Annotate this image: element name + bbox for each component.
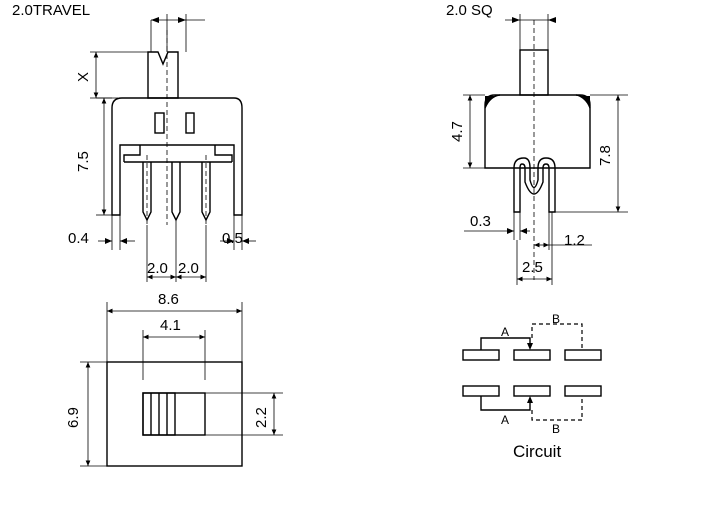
total-height-label: 7.8 [597,145,614,166]
pin-width-label: 0.3 [470,213,491,230]
bottom-a-label: A [501,413,509,427]
side-view: 2.0 SQ 4.7 7.8 0.3 1.2 [446,2,628,285]
height-label-top: 6.9 [65,407,82,428]
actuator-label: 2.0 SQ [446,2,493,19]
height-label: 7.5 [75,151,92,172]
knob-height-label: 2.2 [253,407,270,428]
width-label: 8.6 [158,291,179,308]
top-b-label: B [552,312,560,326]
right-offset-label: 0.5 [222,230,243,247]
bottom-b-label: B [552,422,560,436]
circuit-diagram: A B A B Circuit [462,312,602,461]
pitch-right-label: 2.0 [178,260,199,277]
left-offset-label: 0.4 [68,230,89,247]
circuit-title: Circuit [513,442,561,461]
pin-span-label: 2.5 [522,259,543,276]
travel-label: 2.0TRAVEL [12,2,90,19]
top-a-label: A [501,325,509,339]
upper-height-label: 4.7 [449,121,466,142]
pitch-left-label: 2.0 [147,260,168,277]
top-view: 8.6 4.1 6.9 2.2 [65,291,283,467]
front-view: 2.0TRAVEL X 7.5 0.4 [12,2,256,282]
pin-offset-label: 1.2 [564,232,585,249]
slot-width-label: 4.1 [160,317,181,334]
x-label: X [75,72,92,82]
